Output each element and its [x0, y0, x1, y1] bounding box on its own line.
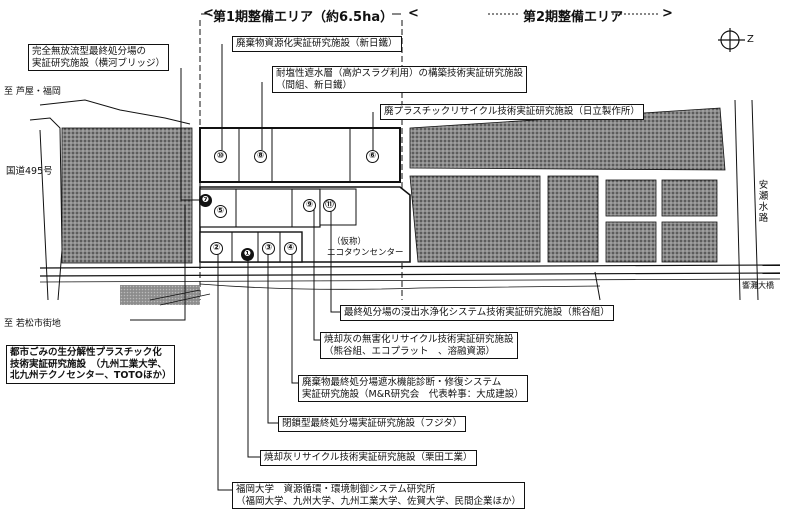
phase2-area-title: 第2期整備エリア — [523, 10, 624, 25]
label-eco-center-2: エコタウンセンター — [327, 248, 404, 258]
phase2-arrow-right: > — [662, 6, 673, 21]
label-eco-center-1: （仮称） — [332, 237, 367, 247]
callout-line: 完全無放流型最終処分場の — [32, 46, 147, 57]
callout-line: 福岡大学 資源循環・環境制御システム研究所 — [236, 484, 436, 495]
compass-label: Z — [747, 34, 754, 45]
plot-10-marker: ⑩ — [214, 150, 227, 163]
callout-barrier-diagnosis: 廃棄物最終処分場遮水機能診断・修復システム 実証研究施設（M&R研究会 代表幹事… — [298, 375, 528, 402]
plot-1-marker: ❶ — [241, 248, 254, 261]
callout-ash-detox: 焼却灰の無害化リサイクル技術実証研究施設 （熊谷組、エコプラット 、溶融資源） — [320, 332, 518, 359]
plot-6-marker: ⑥ — [366, 150, 379, 163]
plot-2-marker: ② — [210, 242, 223, 255]
plot-7-marker: ❼ — [199, 194, 212, 207]
callout-plastic-recycle: 廃プラスチックリサイクル技術実証研究施設（日立製作所） — [380, 104, 644, 120]
callout-line: 閉鎖型最終処分場実証研究施設（フジタ） — [282, 418, 463, 429]
plot-11-marker: ⑪ — [323, 199, 336, 212]
callout-waste-resource: 廃棄物資源化実証研究施設（新日鐵） — [232, 36, 402, 52]
callout-full-closed-landfill: 完全無放流型最終処分場の 実証研究施設（横河ブリッジ） — [28, 44, 170, 71]
phase2-arrow-left: < — [408, 6, 419, 21]
plot-8-marker: ⑧ — [254, 150, 267, 163]
callout-line: 廃プラスチックリサイクル技術実証研究施設（日立製作所） — [384, 106, 640, 117]
callout-fukuoka-university: 福岡大学 資源循環・環境制御システム研究所 （福岡大学、九州大学、九州工業大学、… — [232, 482, 526, 509]
callout-line: （福岡大学、九州大学、九州工業大学、佐賀大学、民間企業ほか） — [236, 495, 522, 507]
plot-3-marker: ③ — [262, 242, 275, 255]
callout-line: 実証研究施設（M&R研究会 代表幹事：大成建設） — [302, 388, 524, 400]
callout-salt-barrier: 耐塩性遮水層（高炉スラグ利用）の構築技術実証研究施設 （間組、新日鐵） — [272, 66, 528, 93]
callout-line: （熊谷組、エコプラット 、溶融資源） — [324, 345, 496, 357]
callout-line: 技術実証研究施設 （九州工業大学、 — [10, 358, 167, 370]
callout-line: 実証研究施設（横河ブリッジ） — [32, 57, 166, 69]
label-anse-canal: 安瀬水路 — [758, 180, 769, 224]
phase1-arrow-left: < — [203, 6, 214, 21]
callout-ash-recycle: 焼却灰リサイクル技術実証研究施設（栗田工業） — [260, 450, 477, 466]
callout-line: 耐塩性遮水層（高炉スラグ利用）の構築技術実証研究施設 — [276, 68, 524, 79]
phase1-area-title: 第1期整備エリア（約6.5ha） — [213, 10, 394, 25]
plot-9-marker: ⑨ — [303, 199, 316, 212]
label-hibikinada: 響灘大橋 — [742, 281, 774, 290]
callout-leachate-purification: 最終処分場の浸出水浄化システム技術実証研究施設（熊谷組） — [340, 305, 614, 321]
callout-line: 焼却灰リサイクル技術実証研究施設（栗田工業） — [264, 452, 473, 463]
callout-line: 焼却灰の無害化リサイクル技術実証研究施設 — [324, 334, 514, 345]
plot-4-marker: ④ — [284, 242, 297, 255]
callout-closed-landfill: 閉鎖型最終処分場実証研究施設（フジタ） — [278, 416, 467, 432]
callout-line: （間組、新日鐵） — [276, 79, 353, 91]
callout-line: 廃棄物資源化実証研究施設（新日鐵） — [236, 38, 398, 49]
label-wakamatsu: 至 若松市街地 — [4, 319, 61, 329]
callout-line: 廃棄物最終処分場遮水機能診断・修復システム — [302, 377, 502, 388]
plot-5-marker: ⑤ — [214, 205, 227, 218]
callout-biodegradable-plastic: 都市ごみの生分解性プラスチック化 技術実証研究施設 （九州工業大学、 北九州テク… — [6, 345, 176, 384]
callout-line: 都市ごみの生分解性プラスチック化 — [10, 347, 162, 358]
callout-line: 最終処分場の浸出水浄化システム技術実証研究施設（熊谷組） — [344, 307, 610, 318]
callout-line: 北九州テクノセンター、TOTOほか） — [10, 370, 172, 381]
label-route-495: 国道495号 — [6, 166, 53, 177]
label-ashiya: 至 芦屋・福岡 — [4, 87, 61, 97]
